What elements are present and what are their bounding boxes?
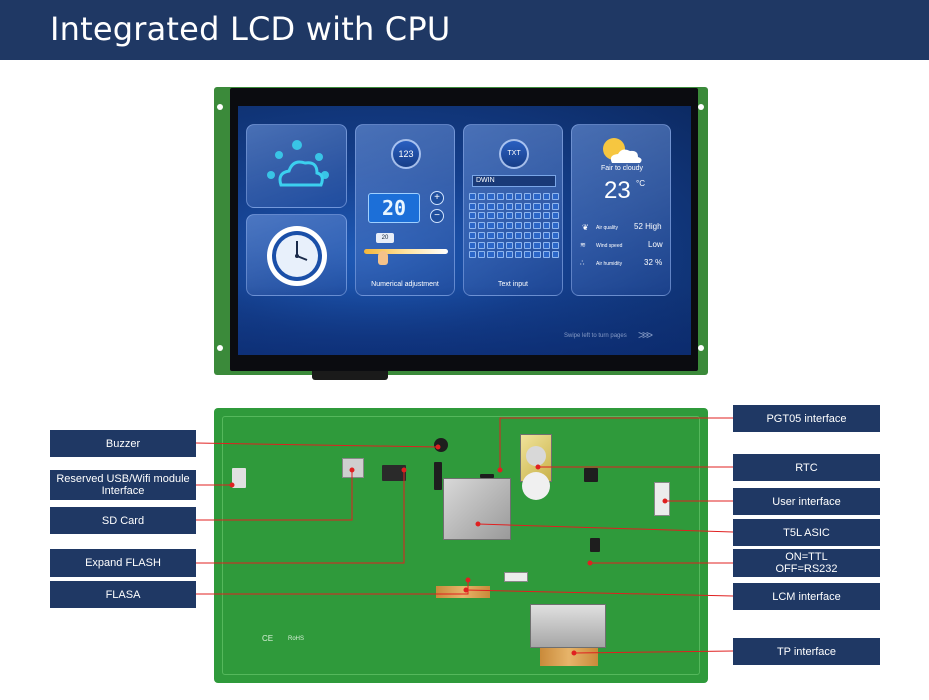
callout-pgt05: PGT05 interface bbox=[733, 405, 880, 432]
lcd-screen: 123 20 + − 20 Numerical adjustment TXT D… bbox=[238, 106, 691, 355]
callout-ttl-rs232: ON=TTL OFF=RS232 bbox=[733, 549, 880, 577]
mount-hole bbox=[698, 345, 704, 351]
connector bbox=[504, 572, 528, 582]
rohs-mark: RoHS bbox=[288, 636, 305, 642]
weather-tile[interactable]: Fair to cloudy 23 °C ❦ Air quality 52 Hi… bbox=[571, 124, 671, 296]
ic bbox=[434, 462, 442, 490]
lcm-flex bbox=[436, 586, 490, 598]
cloud-network-icon bbox=[267, 140, 329, 187]
txt-badge-icon: TXT bbox=[499, 139, 529, 169]
slider-track[interactable] bbox=[364, 249, 448, 254]
flash-chip bbox=[382, 465, 406, 481]
sun-cloud-icon bbox=[603, 138, 642, 163]
number-display: 20 bbox=[368, 193, 420, 223]
callout-expand-flash: Expand FLASH bbox=[50, 549, 196, 577]
temperature-unit: °C bbox=[636, 179, 645, 188]
ic bbox=[584, 468, 598, 482]
callout-usb-wifi: Reserved USB/Wifi module Interface bbox=[50, 470, 196, 500]
text-field[interactable]: DWIN bbox=[472, 175, 556, 187]
callout-user-interface: User interface bbox=[733, 488, 880, 515]
on-screen-keyboard[interactable] bbox=[469, 193, 559, 259]
humidity-icon: ∴ bbox=[580, 260, 585, 267]
user-interface-connector bbox=[654, 482, 670, 516]
callout-sd-card: SD Card bbox=[50, 507, 196, 534]
mount-hole bbox=[217, 104, 223, 110]
page-title: Integrated LCD with CPU bbox=[50, 10, 451, 48]
t5l-asic-chip bbox=[443, 478, 511, 540]
cloud-tile[interactable] bbox=[246, 124, 347, 208]
mount-hole bbox=[217, 345, 223, 351]
leaf-icon: ❦ bbox=[582, 223, 589, 232]
wind-speed-label: Wind speed bbox=[596, 243, 623, 249]
plus-button[interactable]: + bbox=[430, 191, 444, 205]
callout-lcm-interface: LCM interface bbox=[733, 583, 880, 610]
text-input-tile[interactable]: TXT DWIN Text input bbox=[463, 124, 563, 296]
coin-cell bbox=[526, 446, 546, 466]
callout-t5l-asic: T5L ASIC bbox=[733, 519, 880, 546]
numerical-adjustment-tile[interactable]: 123 20 + − 20 Numerical adjustment bbox=[355, 124, 455, 296]
weather-condition: Fair to cloudy bbox=[600, 165, 644, 172]
callout-rtc: RTC bbox=[733, 454, 880, 481]
pgt05-header bbox=[480, 474, 494, 478]
callout-buzzer: Buzzer bbox=[50, 430, 196, 457]
header-banner: Integrated LCD with CPU bbox=[0, 0, 929, 60]
mount-hole bbox=[698, 104, 704, 110]
callout-flasa: FLASA bbox=[50, 581, 196, 608]
coin-cell-cap bbox=[522, 472, 550, 500]
pcb-board: CE RoHS bbox=[214, 408, 708, 683]
hand-pointer-icon bbox=[378, 251, 388, 265]
ic bbox=[590, 538, 600, 552]
minus-button[interactable]: − bbox=[430, 209, 444, 223]
tp-connector bbox=[530, 604, 606, 648]
slider-value: 20 bbox=[376, 233, 394, 243]
wind-icon: ≋ bbox=[580, 242, 586, 249]
wind-speed-value: Low bbox=[648, 240, 663, 249]
ce-mark: CE bbox=[262, 634, 274, 643]
callout-tp-interface: TP interface bbox=[733, 638, 880, 665]
temperature-value: 23 bbox=[604, 177, 631, 204]
text-input-label: Text input bbox=[498, 281, 528, 288]
numerical-label: Numerical adjustment bbox=[371, 281, 439, 288]
humidity-value: 32 % bbox=[644, 258, 663, 267]
usb-wifi-header bbox=[232, 468, 246, 488]
air-quality-label: Air quality bbox=[596, 225, 618, 231]
lcd-fpc-tab bbox=[312, 371, 388, 380]
air-quality-value: 52 High bbox=[634, 222, 662, 231]
humidity-label: Air humidity bbox=[596, 261, 623, 267]
clock-icon bbox=[267, 226, 327, 286]
number-badge-icon: 123 bbox=[391, 139, 421, 169]
clock-tile[interactable] bbox=[246, 214, 347, 296]
pcb-outline bbox=[222, 416, 700, 675]
